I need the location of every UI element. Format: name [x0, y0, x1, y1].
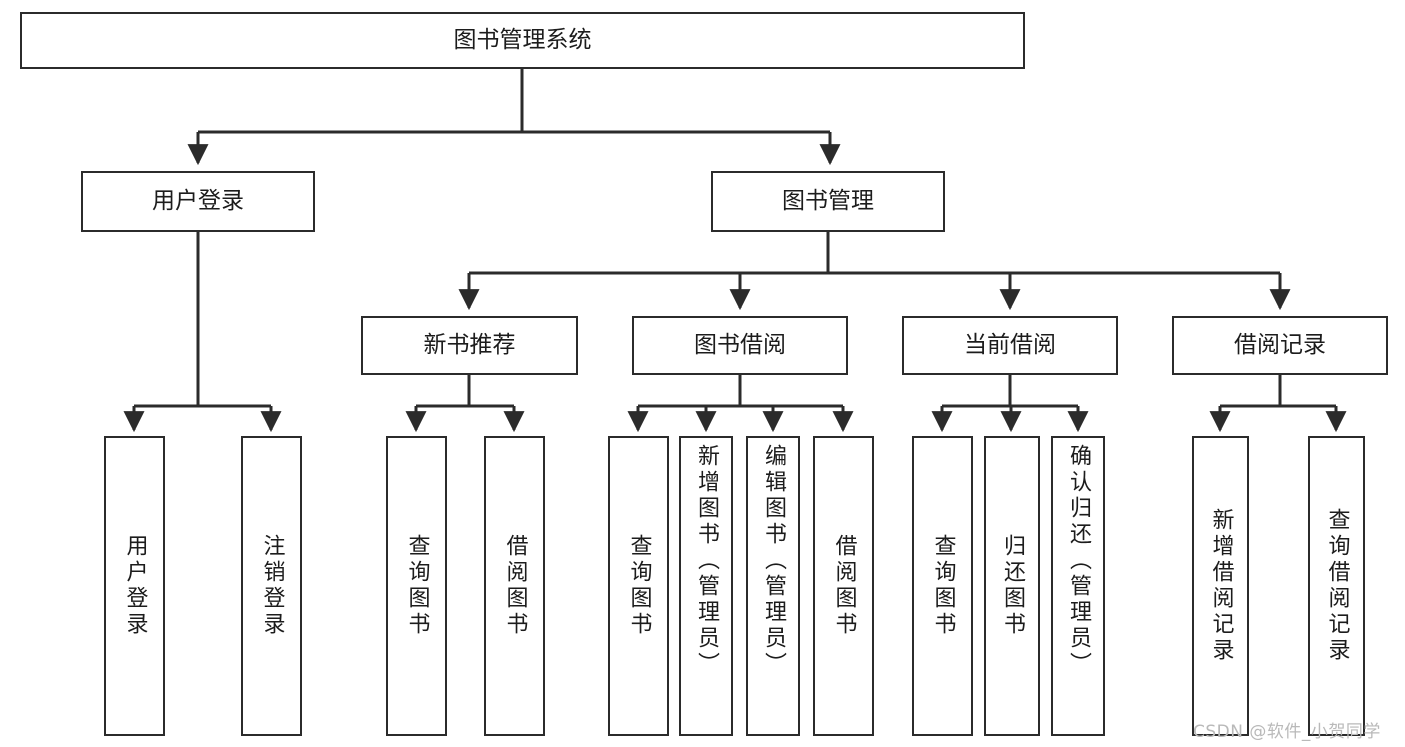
node-user-login-label: 用户登录	[152, 187, 244, 214]
node-leaf-user-logout-label: 注销登录	[259, 534, 285, 638]
node-leaf-confirm-return[interactable]: 确认归还（管理员）	[1051, 436, 1105, 736]
node-current-borrow[interactable]: 当前借阅	[902, 316, 1118, 375]
node-leaf-add-book-label: 新增图书（管理员）	[694, 444, 719, 678]
node-current-borrow-label: 当前借阅	[964, 331, 1056, 358]
node-leaf-query-book-2-label: 查询图书	[626, 534, 652, 638]
node-leaf-add-record-label: 新增借阅记录	[1208, 508, 1234, 664]
node-root[interactable]: 图书管理系统	[20, 12, 1025, 69]
node-leaf-query-record[interactable]: 查询借阅记录	[1308, 436, 1365, 736]
node-leaf-query-book-1[interactable]: 查询图书	[386, 436, 447, 736]
node-leaf-return-book[interactable]: 归还图书	[984, 436, 1040, 736]
node-user-login[interactable]: 用户登录	[81, 171, 315, 232]
node-leaf-query-book-3[interactable]: 查询图书	[912, 436, 973, 736]
csdn-watermark: CSDN @软件_小贺同学	[1193, 722, 1381, 742]
node-new-book-recommend-label: 新书推荐	[423, 331, 516, 358]
node-leaf-user-login-label: 用户登录	[122, 534, 148, 638]
node-book-borrow[interactable]: 图书借阅	[632, 316, 848, 375]
node-new-book-recommend[interactable]: 新书推荐	[361, 316, 578, 375]
node-book-manage[interactable]: 图书管理	[711, 171, 945, 232]
node-book-manage-label: 图书管理	[782, 187, 874, 214]
node-root-label: 图书管理系统	[453, 26, 592, 53]
node-leaf-borrow-book-2[interactable]: 借阅图书	[813, 436, 874, 736]
node-leaf-user-logout[interactable]: 注销登录	[241, 436, 302, 736]
node-leaf-borrow-book-1[interactable]: 借阅图书	[484, 436, 545, 736]
node-leaf-edit-book-label: 编辑图书（管理员）	[761, 444, 786, 678]
node-leaf-query-book-2[interactable]: 查询图书	[608, 436, 669, 736]
node-leaf-return-book-label: 归还图书	[1000, 534, 1025, 638]
node-book-borrow-label: 图书借阅	[694, 331, 786, 358]
node-leaf-confirm-return-label: 确认归还（管理员）	[1066, 444, 1091, 678]
node-borrow-record[interactable]: 借阅记录	[1172, 316, 1388, 375]
node-leaf-add-record[interactable]: 新增借阅记录	[1192, 436, 1249, 736]
node-leaf-add-book[interactable]: 新增图书（管理员）	[679, 436, 733, 736]
node-leaf-borrow-book-1-label: 借阅图书	[502, 534, 528, 638]
node-leaf-query-book-1-label: 查询图书	[404, 534, 430, 638]
node-leaf-edit-book[interactable]: 编辑图书（管理员）	[746, 436, 800, 736]
node-leaf-borrow-book-2-label: 借阅图书	[831, 534, 857, 638]
node-leaf-query-record-label: 查询借阅记录	[1324, 508, 1350, 664]
node-borrow-record-label: 借阅记录	[1234, 331, 1326, 358]
node-leaf-query-book-3-label: 查询图书	[930, 534, 956, 638]
node-leaf-user-login[interactable]: 用户登录	[104, 436, 165, 736]
